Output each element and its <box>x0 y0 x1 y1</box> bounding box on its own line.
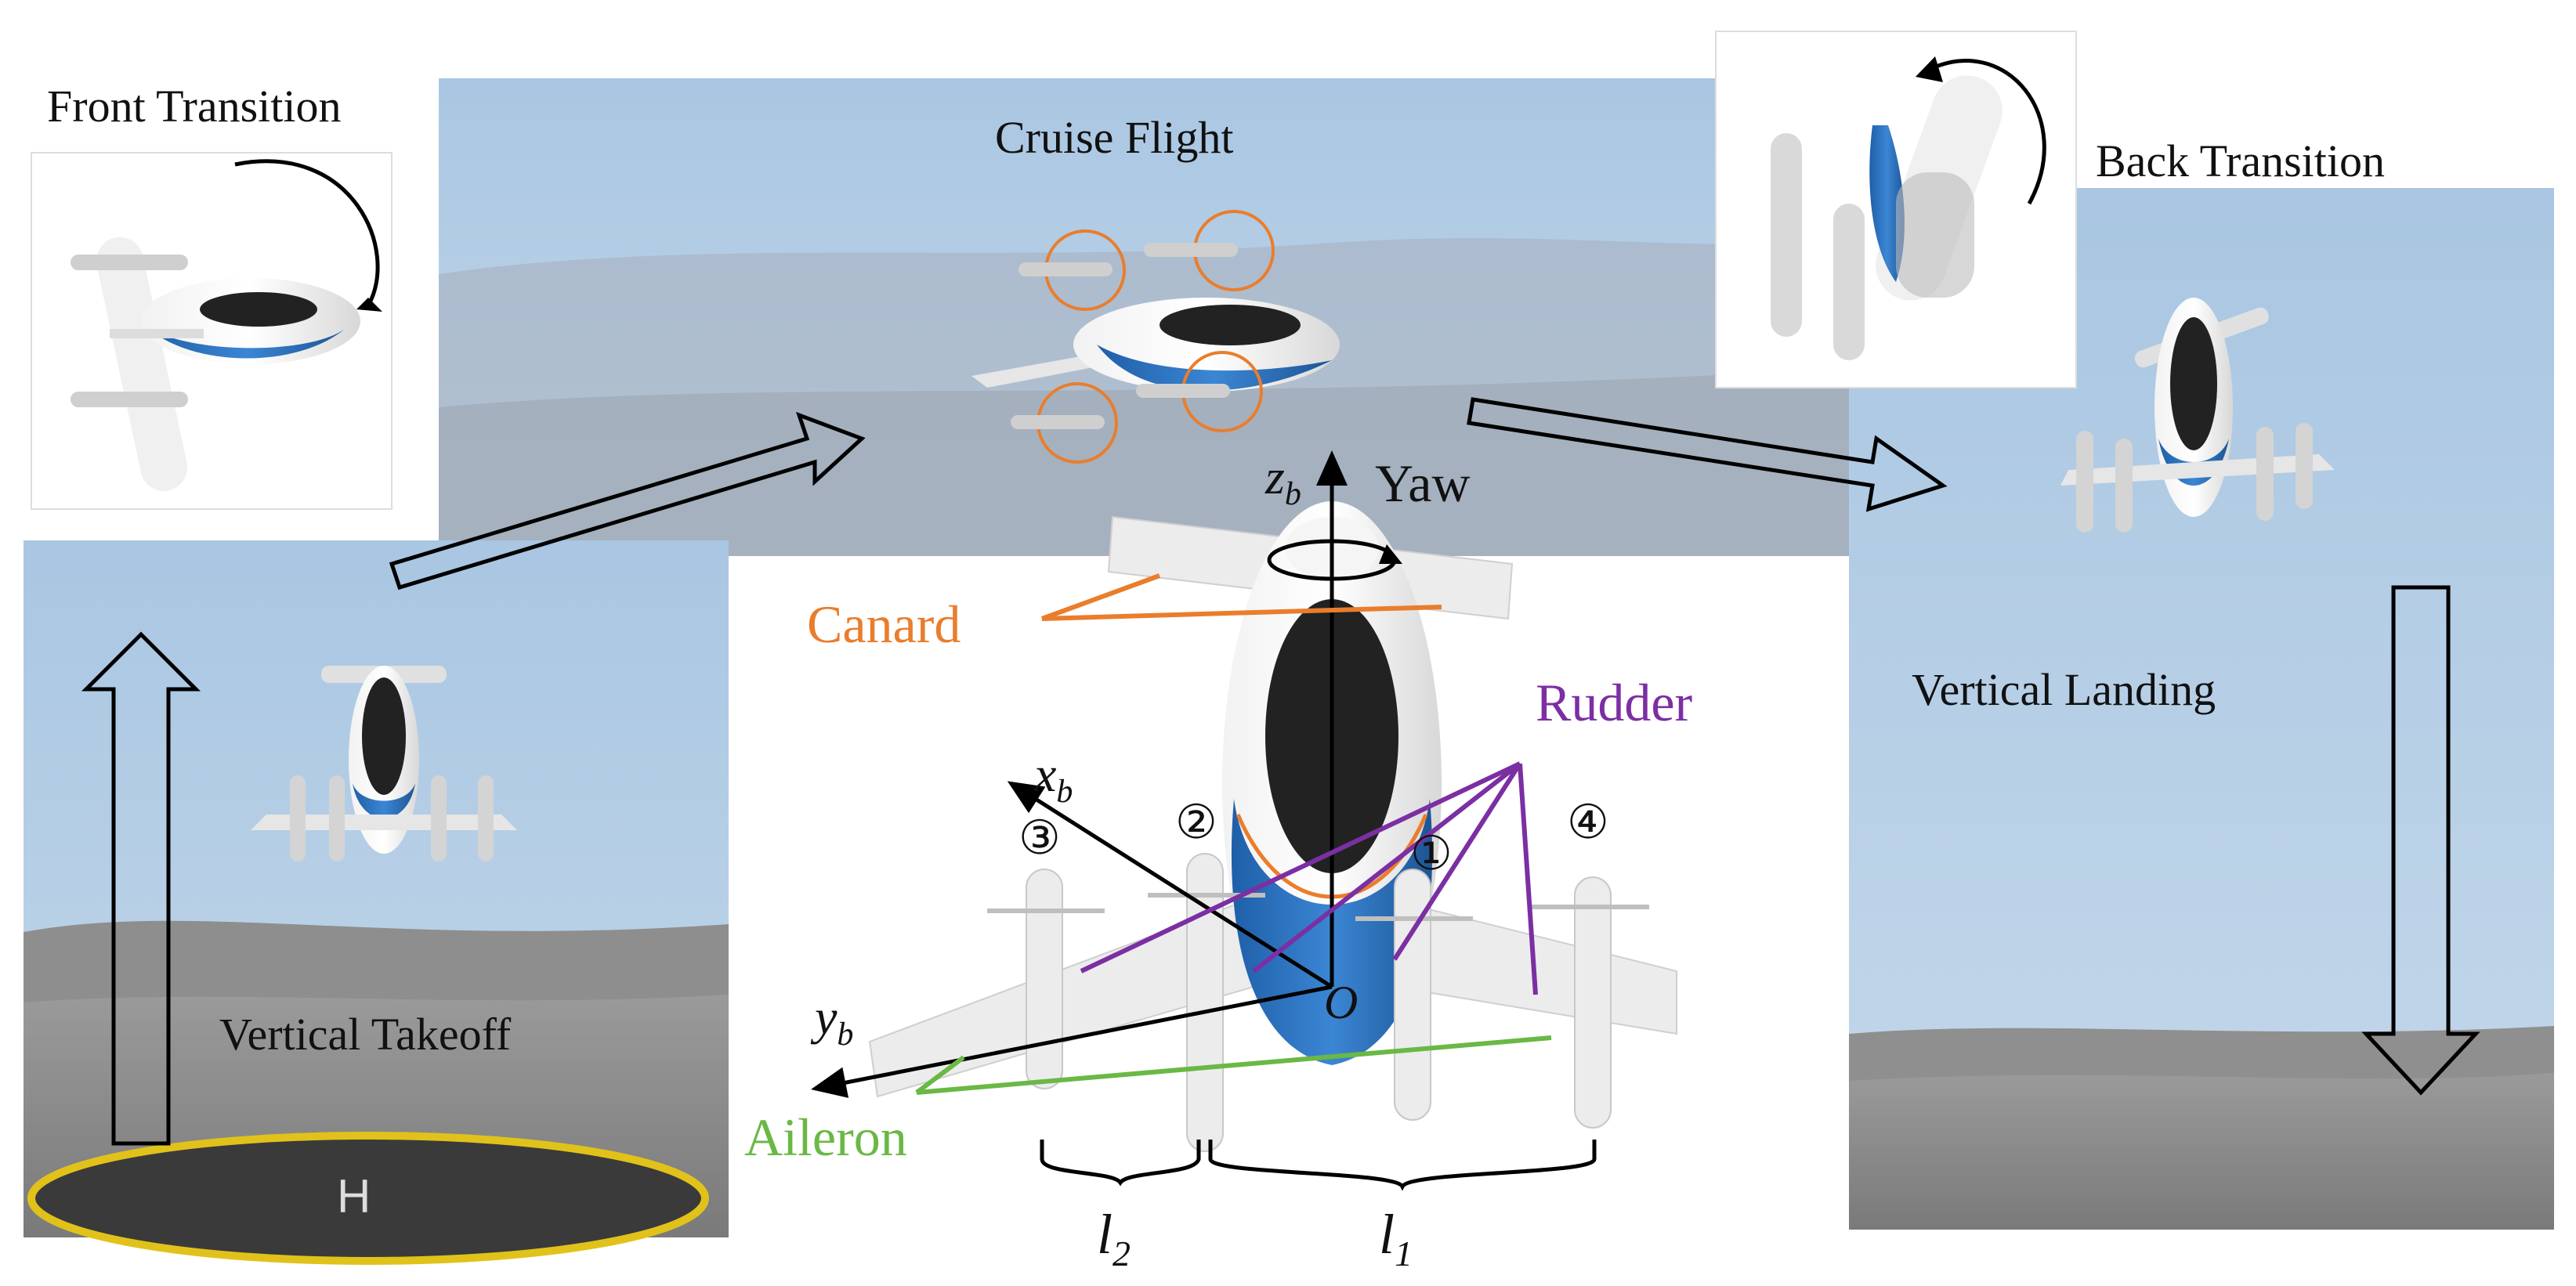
arrow-to-landing <box>1467 397 1948 512</box>
label-yaw: Yaw <box>1375 453 1471 513</box>
takeoff-aircraft <box>251 666 517 862</box>
label-l2: l2 <box>1097 1203 1131 1273</box>
cruise-aircraft <box>971 210 1340 464</box>
label-rudder: Rudder <box>1536 673 1693 732</box>
back-rotation-arrowhead <box>1916 56 1943 82</box>
front-transition-aircraft <box>71 237 360 491</box>
bracket-l1 <box>1208 1140 1597 1191</box>
bracket-l2 <box>1040 1140 1201 1187</box>
label-axis-y: yb <box>810 989 853 1053</box>
label-origin: O <box>1324 977 1358 1028</box>
helipad <box>27 1132 709 1265</box>
canard-callout <box>1040 573 1442 621</box>
arrow-to-cruise <box>389 411 866 591</box>
axis-y <box>811 984 1333 1098</box>
back-rotation-arrow <box>1926 59 2046 205</box>
front-rotation-arrowhead <box>356 298 382 312</box>
label-axis-x: xb <box>1033 746 1073 810</box>
label-l1: l1 <box>1379 1203 1413 1273</box>
label-front-transition: Front Transition <box>47 81 342 132</box>
landing-aircraft <box>2060 298 2335 533</box>
landing-ground <box>1849 1073 2554 1230</box>
rudder-callout <box>1080 761 1538 995</box>
label-rotor-1: ① <box>1410 828 1453 880</box>
label-rotor-4: ④ <box>1567 797 1609 848</box>
label-vertical-landing: Vertical Landing <box>1912 664 2216 715</box>
front-rotation-arrow <box>234 159 380 307</box>
arrow-takeoff-up <box>81 631 201 1146</box>
label-back-transition: Back Transition <box>2096 135 2385 186</box>
cruise-ground <box>439 368 1849 556</box>
label-rotor-2: ② <box>1175 797 1217 848</box>
label-vertical-takeoff: Vertical Takeoff <box>219 1009 512 1060</box>
back-transition-aircraft <box>1771 75 2003 360</box>
helipad-marking: H <box>337 1170 371 1223</box>
label-aileron: Aileron <box>744 1107 907 1167</box>
label-rotor-3: ③ <box>1018 812 1061 864</box>
label-cruise-flight: Cruise Flight <box>995 112 1234 163</box>
yaw-arrowhead <box>1379 544 1402 564</box>
label-canard: Canard <box>807 594 961 654</box>
arrow-landing-down <box>2361 585 2480 1096</box>
label-axis-z: zb <box>1264 449 1301 512</box>
aileron-callout <box>915 1035 1552 1095</box>
